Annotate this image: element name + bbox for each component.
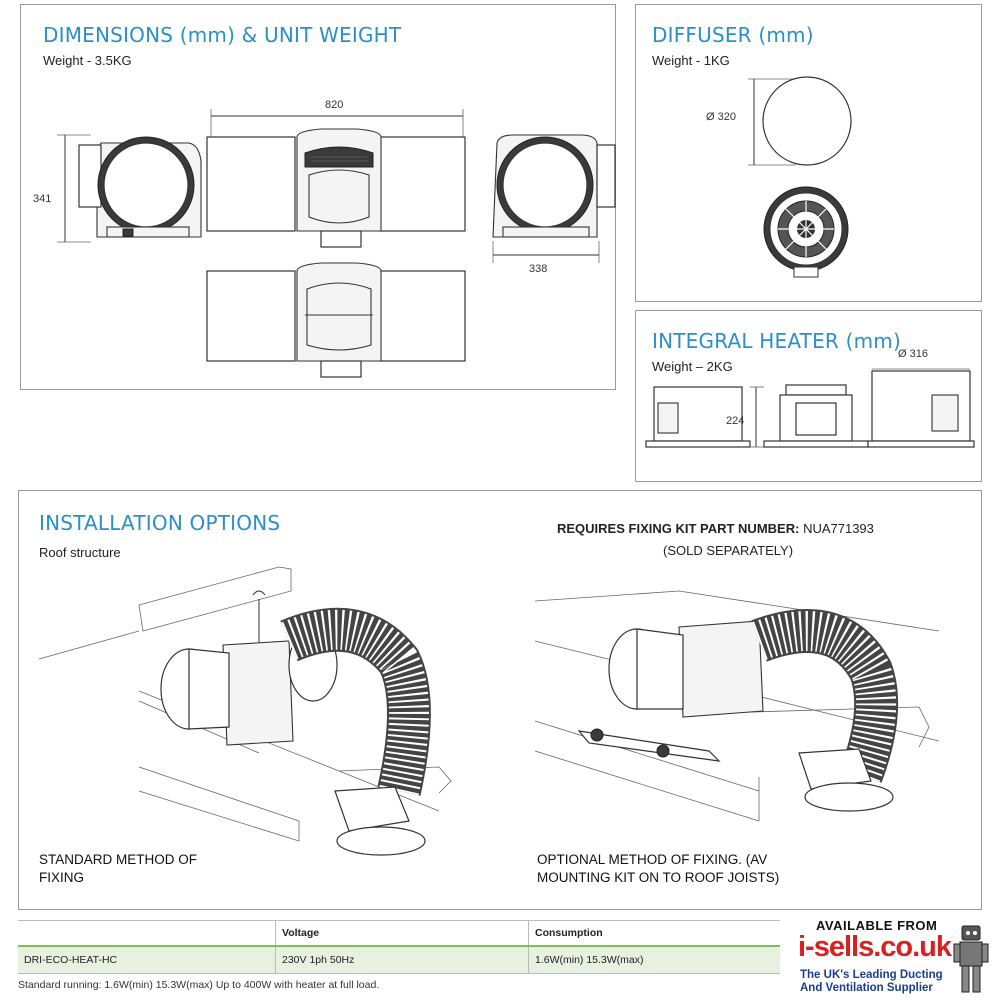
diffuser-front-circle [762, 76, 852, 166]
fixing-kit-label: REQUIRES FIXING KIT PART NUMBER: [557, 521, 800, 536]
installation-drawings [38, 566, 940, 856]
standard-fixing-illustration [38, 566, 452, 856]
optional-fixing-illustration [534, 590, 940, 822]
installation-panel: INSTALLATION OPTIONS Roof structure REQU… [18, 490, 982, 910]
footnote: Standard running: 1.6W(min) 15.3W(max) U… [18, 979, 380, 991]
dimensions-title: DIMENSIONS (mm) & UNIT WEIGHT [43, 23, 402, 47]
heater-rear-view [867, 368, 975, 448]
column-header-model [18, 920, 276, 947]
heater-height: 224 [726, 415, 745, 427]
unit-front-view-right [492, 134, 616, 263]
heater-title: INTEGRAL HEATER (mm) [652, 329, 901, 353]
fixing-kit-note: (SOLD SEPARATELY) [663, 543, 794, 558]
heater-panel: INTEGRAL HEATER (mm) Weight – 2KG Ø 316 … [635, 310, 982, 482]
supplier-tagline-line-1: The UK's Leading Ducting [800, 969, 943, 981]
fixing-kit-part-number: NUA771393 [803, 521, 874, 536]
fixing-kit-requirement: REQUIRES FIXING KIT PART NUMBER: NUA7713… [557, 521, 874, 536]
table-row: DRI-ECO-HEAT-HC 230V 1ph 50Hz 1.6W(min) … [18, 946, 780, 974]
spec-table: Voltage Consumption DRI-ECO-HEAT-HC 230V… [18, 920, 780, 974]
diffuser-grille [763, 186, 849, 278]
supplier-ad[interactable]: AVAILABLE FROM i-sells.co.uk The UK's Le… [796, 918, 1000, 1000]
cell-voltage: 230V 1ph 50Hz [275, 946, 529, 974]
heater-side-view [645, 386, 764, 448]
heater-weight: Weight – 2KG [652, 359, 733, 374]
column-header-consumption: Consumption [528, 920, 780, 947]
column-header-voltage: Voltage [275, 920, 529, 947]
diffuser-weight: Weight - 1KG [652, 53, 730, 68]
dimensions-drawing [57, 109, 616, 378]
available-from-label: AVAILABLE FROM [816, 918, 938, 933]
diffuser-drawing [748, 76, 852, 278]
dimensions-panel: DIMENSIONS (mm) & UNIT WEIGHT Weight - 3… [20, 4, 616, 390]
diffuser-diameter: Ø 320 [706, 111, 736, 123]
heater-front-view [763, 384, 869, 448]
heater-diameter: Ø 316 [898, 348, 928, 360]
cell-consumption: 1.6W(min) 15.3W(max) [528, 946, 780, 974]
unit-side-view-top [206, 128, 466, 248]
installation-title: INSTALLATION OPTIONS [39, 511, 281, 535]
diffuser-panel: DIFFUSER (mm) Weight - 1KG Ø 320 [635, 4, 982, 302]
supplier-tagline-line-2: And Ventilation Supplier [800, 982, 933, 994]
optional-fixing-caption: OPTIONAL METHOD OF FIXING. (AV MOUNTING … [537, 852, 780, 885]
width-dimension: 820 [325, 99, 344, 111]
unit-side-view-bottom [206, 262, 466, 378]
heater-drawing [645, 368, 975, 448]
installation-subtitle: Roof structure [39, 545, 121, 560]
standard-fixing-caption: STANDARD METHOD OF FIXING [39, 852, 197, 885]
supplier-tagline: The UK's Leading Ducting And Ventilation… [800, 969, 943, 995]
depth-dimension: 338 [529, 263, 548, 275]
height-dimension: 341 [33, 193, 52, 205]
cell-model: DRI-ECO-HEAT-HC [18, 946, 276, 974]
supplier-logo[interactable]: i-sells.co.uk [798, 931, 952, 963]
mascot-robot-icon [953, 925, 989, 993]
diffuser-title: DIFFUSER (mm) [652, 23, 814, 47]
dimensions-weight: Weight - 3.5KG [43, 53, 132, 68]
table-header-row: Voltage Consumption [18, 920, 780, 947]
unit-front-view-left [57, 134, 202, 243]
